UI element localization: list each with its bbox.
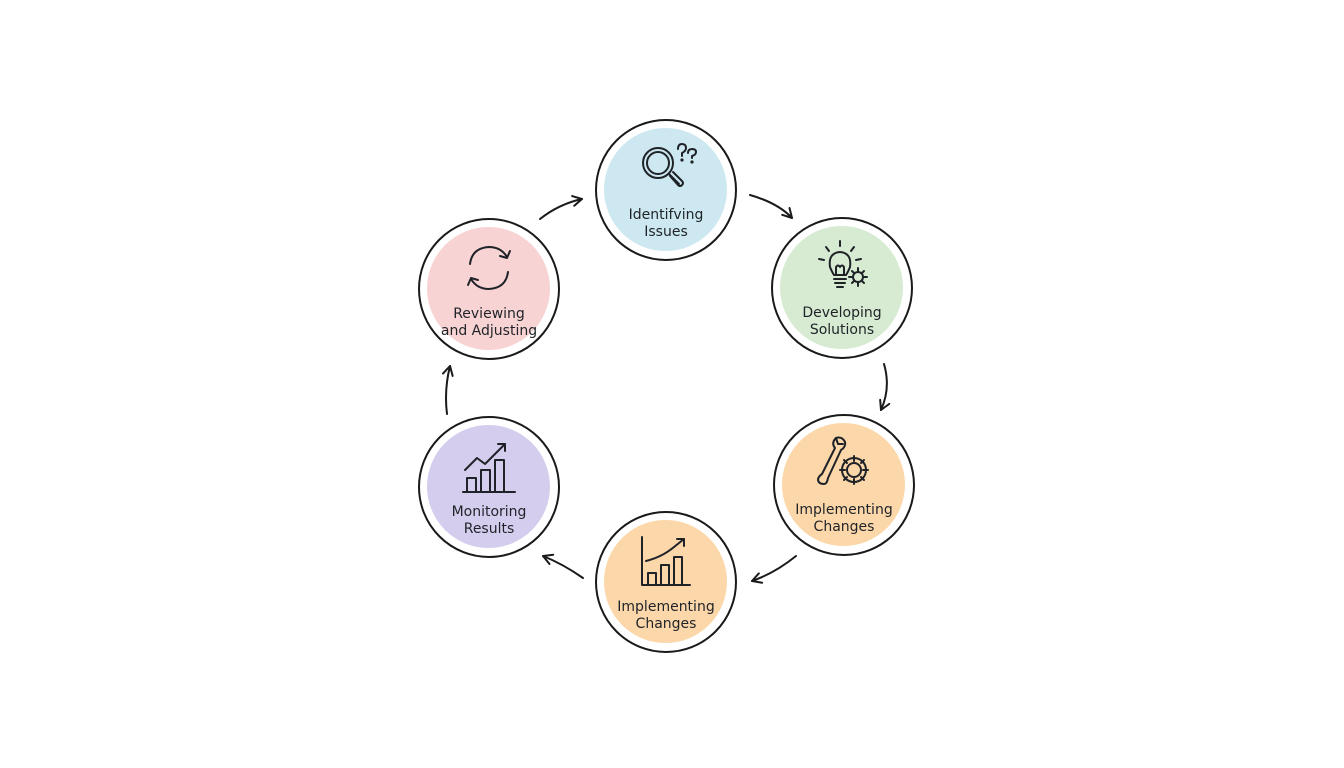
node-label-line: Developing — [802, 305, 882, 321]
node-label: Identifving Issues — [605, 207, 727, 241]
growth-chart-icon — [641, 536, 691, 586]
node-label-line: Monitoring — [451, 504, 527, 520]
node-label-line: Issues — [644, 224, 688, 240]
node-implementing-changes-2: Implementing Changes — [595, 511, 737, 653]
node-label-line: and Adjusting — [440, 323, 538, 339]
arrow-identifying-to-developing — [749, 194, 793, 219]
node-label-line: Identifving — [628, 207, 704, 223]
trend-chart-icon — [462, 443, 516, 493]
arrow-developing-to-implementing — [879, 363, 891, 411]
node-label: Developing Solutions — [781, 305, 903, 339]
node-developing-solutions: Developing Solutions — [771, 217, 913, 359]
node-fill — [427, 425, 550, 548]
arrow-implementing-to-implementing — [751, 555, 797, 584]
node-label-line: Solutions — [809, 322, 875, 338]
wrench-gear-icon — [817, 436, 869, 485]
node-label: Monitoring Results — [428, 504, 550, 538]
node-label-line: Implementing — [617, 599, 715, 615]
node-label: Implementing Changes — [605, 599, 727, 633]
node-implementing-changes-1: Implementing Changes — [773, 414, 915, 556]
arrow-monitoring-to-reviewing — [441, 365, 454, 415]
node-label: Reviewing and Adjusting — [428, 306, 550, 340]
node-label-line: Changes — [813, 519, 875, 535]
node-fill — [604, 520, 727, 643]
node-label-line: Changes — [635, 616, 697, 632]
node-label-line: Reviewing — [453, 306, 525, 322]
refresh-cycle-icon — [467, 246, 511, 290]
lightbulb-gear-icon — [818, 240, 868, 288]
node-reviewing-adjusting: Reviewing and Adjusting — [418, 218, 560, 360]
arrow-implementing-to-monitoring — [542, 553, 584, 579]
node-label-line: Results — [463, 521, 515, 537]
magnifier-question-icon — [642, 143, 697, 187]
node-monitoring-results: Monitoring Results — [418, 416, 560, 558]
node-identifying-issues: Identifving Issues — [595, 119, 737, 261]
node-fill — [604, 128, 727, 251]
node-label: Implementing Changes — [783, 502, 905, 536]
arrow-reviewing-to-identifying — [539, 195, 583, 220]
node-label-line: Implementing — [795, 502, 893, 518]
